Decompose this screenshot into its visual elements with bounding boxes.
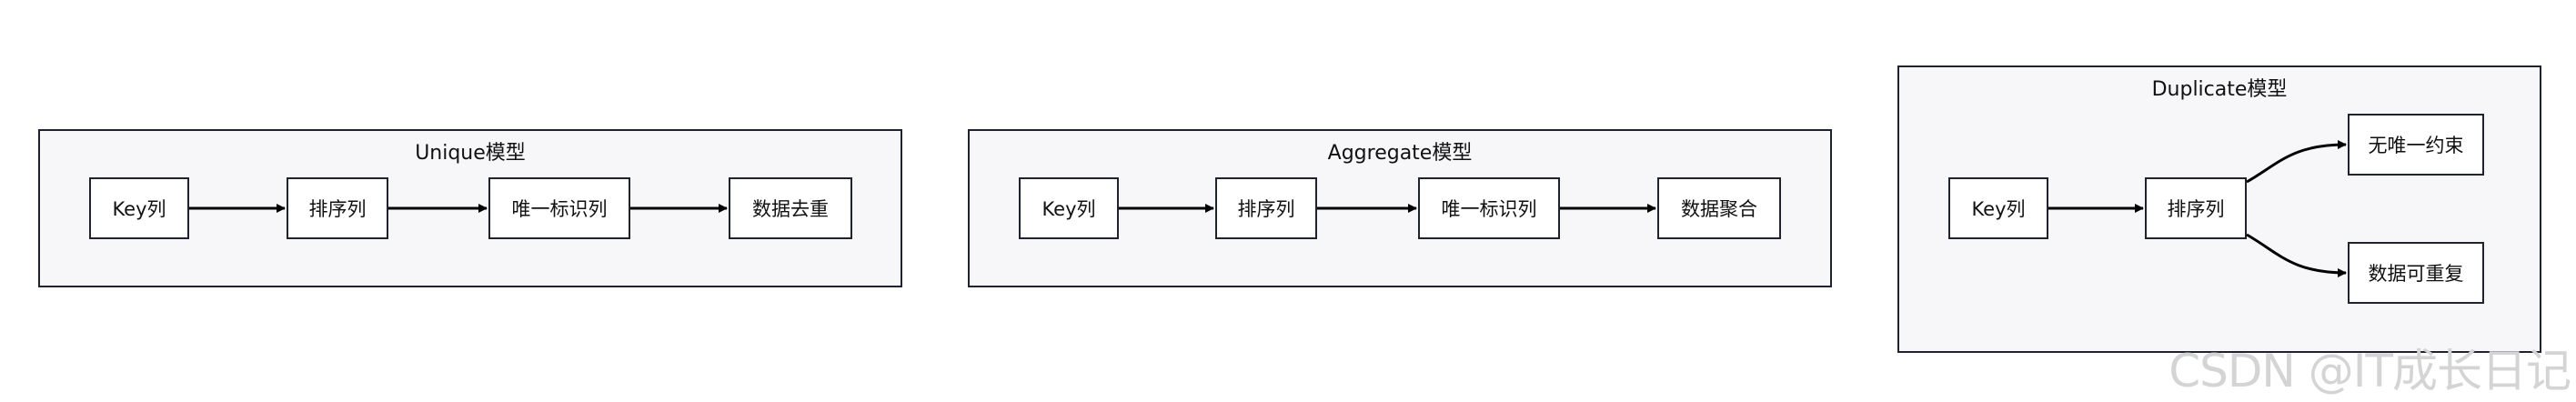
node-key-column: Key列 [89, 177, 189, 239]
group-title: Unique模型 [415, 142, 526, 165]
group-title: Aggregate模型 [1327, 142, 1473, 165]
node-unique-id-column: 唯一标识列 [1418, 177, 1560, 239]
node-key-column: Key列 [1948, 177, 2048, 239]
node-data-repeatable: 数据可重复 [2348, 242, 2484, 304]
node-aggregate: 数据聚合 [1657, 177, 1781, 239]
node-unique-id-column: 唯一标识列 [488, 177, 630, 239]
watermark: CSDN @IT成长日记 [2168, 345, 2571, 397]
node-sort-column: 排序列 [1215, 177, 1317, 239]
node-sort-column: 排序列 [287, 177, 388, 239]
node-sort-column: 排序列 [2145, 177, 2247, 239]
group-title: Duplicate模型 [2151, 78, 2288, 101]
node-no-unique-constraint: 无唯一约束 [2348, 114, 2484, 176]
node-dedup: 数据去重 [729, 177, 852, 239]
node-key-column: Key列 [1019, 177, 1119, 239]
